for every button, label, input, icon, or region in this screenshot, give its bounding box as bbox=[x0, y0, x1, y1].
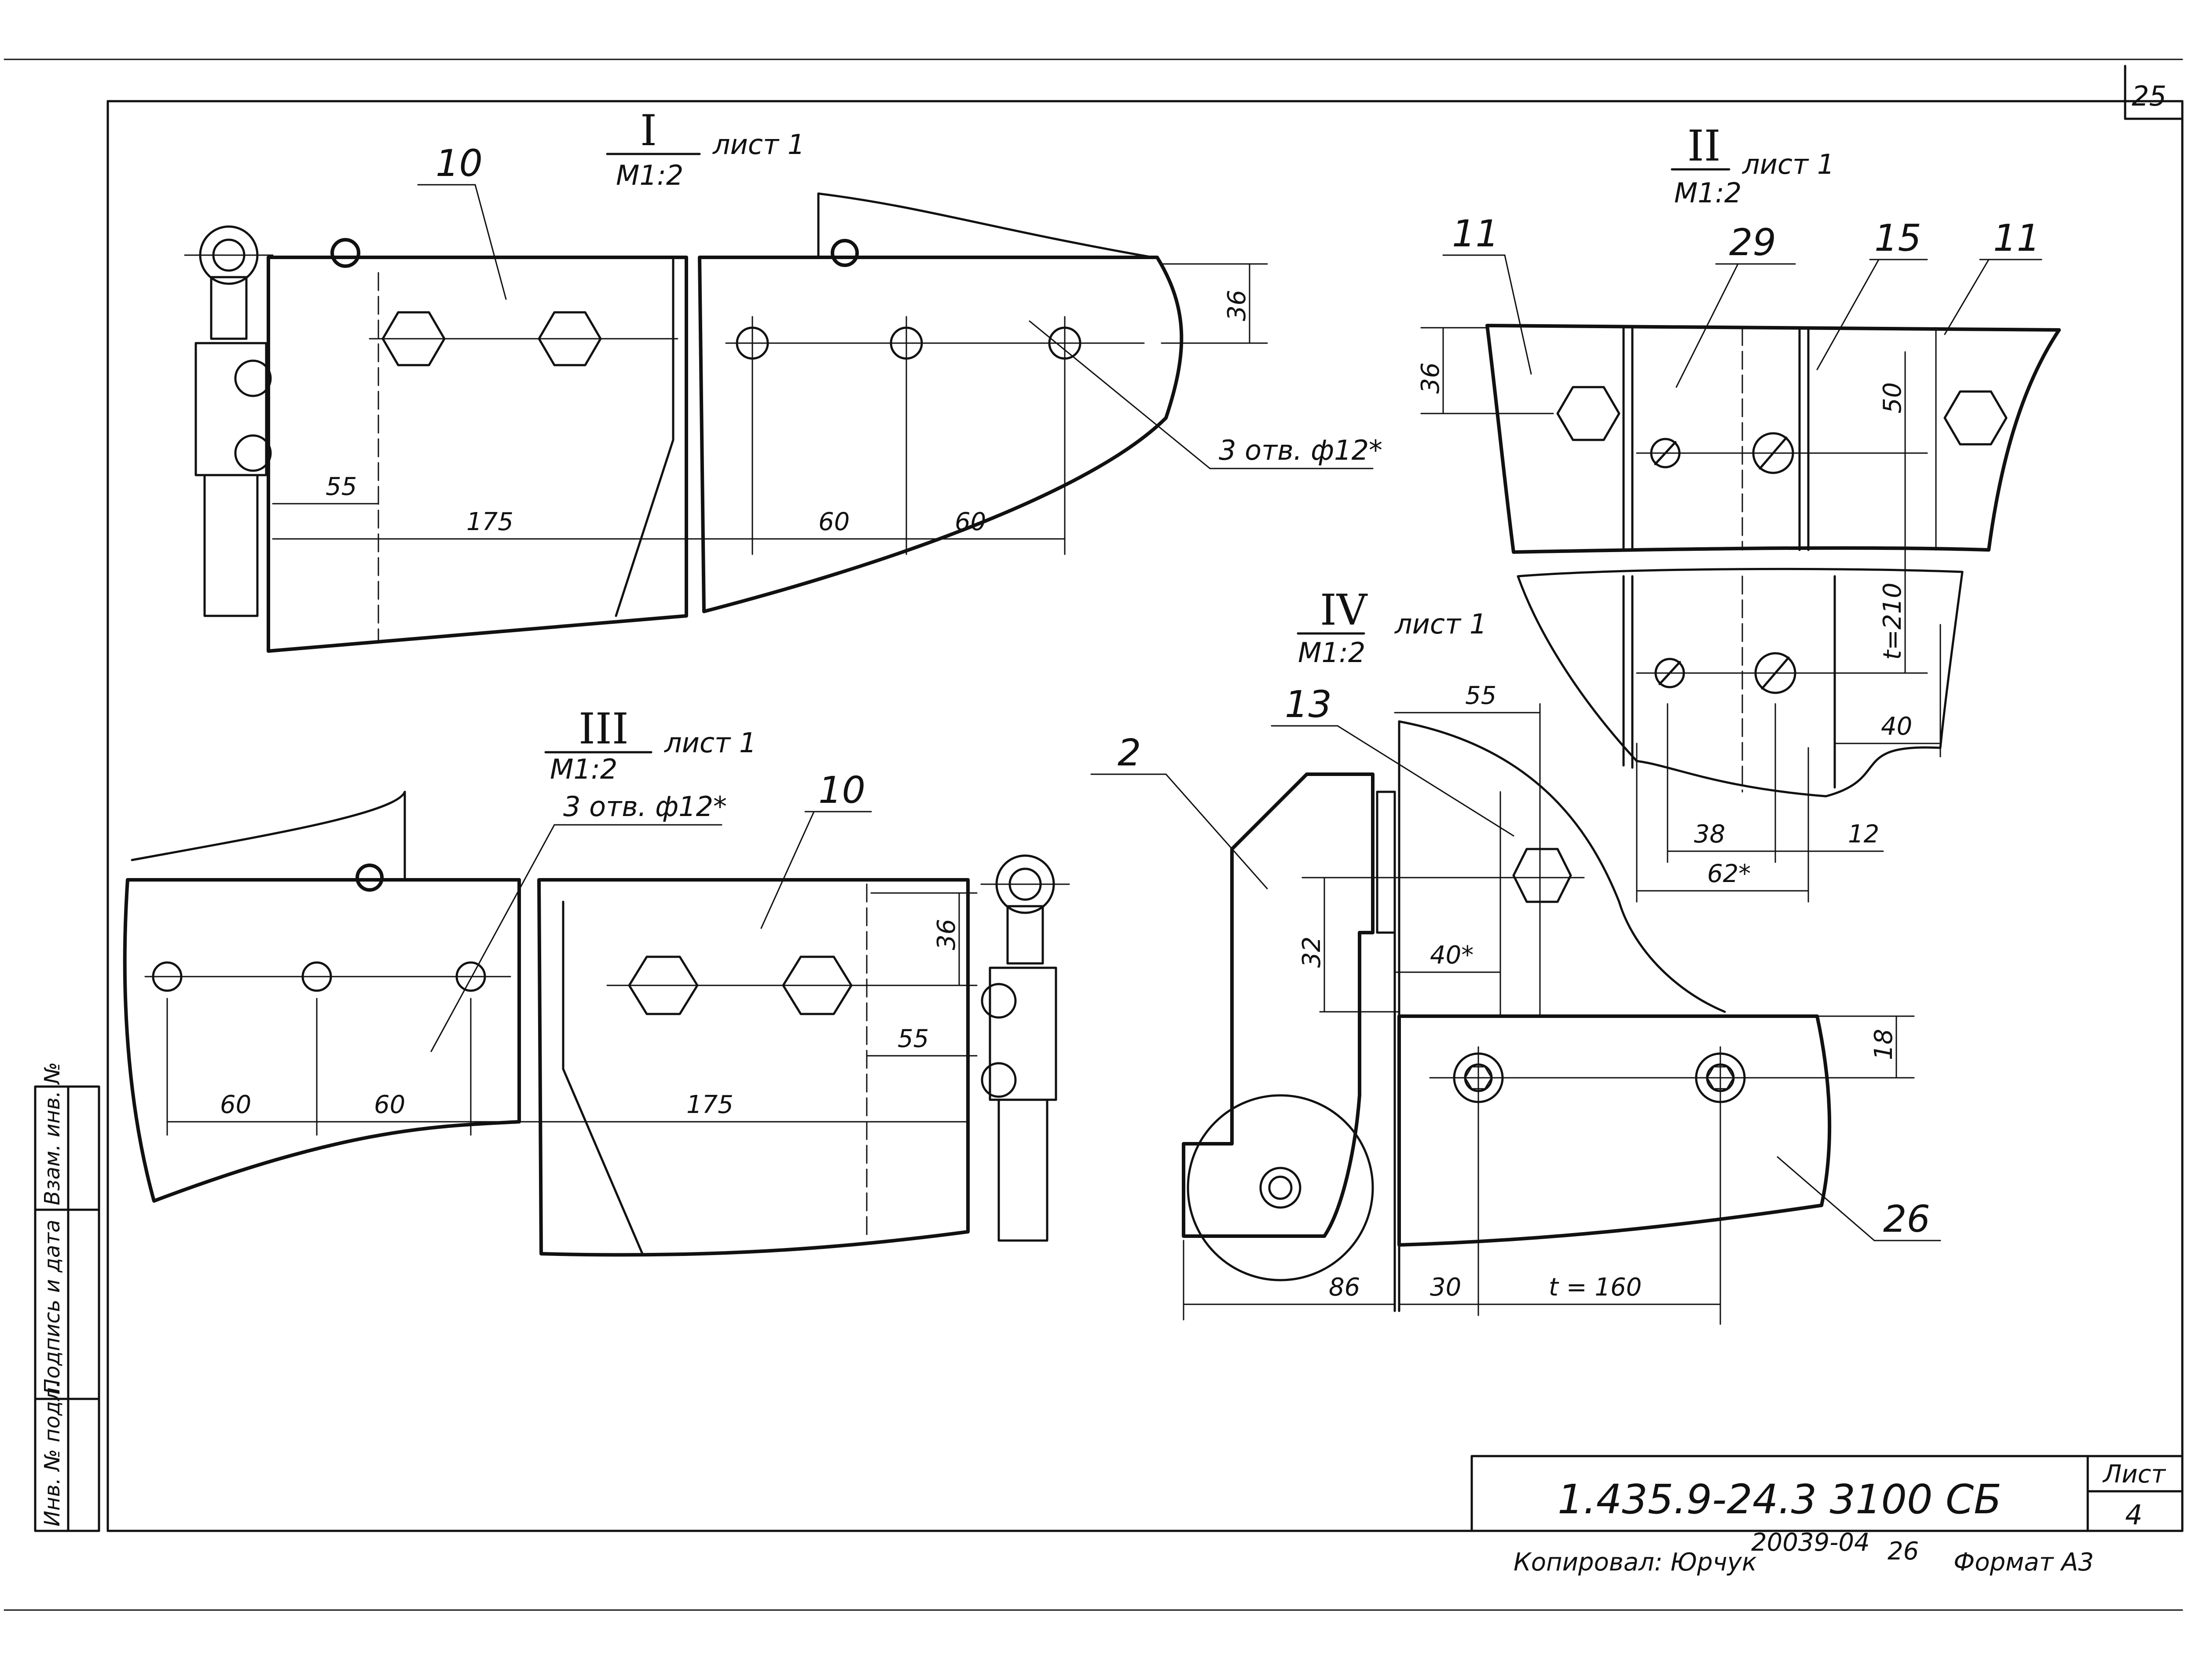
part-label-11: 11 bbox=[1452, 212, 1499, 255]
view-I-scale: М1:2 bbox=[616, 159, 683, 191]
hex-bolt bbox=[1943, 390, 2008, 446]
dim-30: 30 bbox=[1430, 1273, 1461, 1302]
view-III: III М1:2 лист 1 bbox=[123, 704, 1070, 1257]
dim-18: 18 bbox=[1869, 1029, 1898, 1060]
view-III-dimensions: 36 55 60 60 175 bbox=[166, 892, 978, 1123]
dim-86: 86 bbox=[1329, 1273, 1360, 1302]
stamp-inv-label: Инв. № подл. bbox=[40, 1381, 65, 1526]
part-label-13: 13 bbox=[1285, 683, 1332, 726]
view-III-scale: М1:2 bbox=[550, 753, 617, 785]
dim-38: 38 bbox=[1694, 820, 1725, 849]
view-I-numeral: I bbox=[640, 106, 657, 155]
view-I-header: I М1:2 лист 1 bbox=[606, 106, 805, 191]
hinge-bracket bbox=[980, 854, 1070, 1242]
view-II-scale: М1:2 bbox=[1674, 177, 1741, 209]
view-II-dimensions: 36 50 t=210 40 38 12 62* bbox=[1416, 327, 1941, 903]
dim-60: 60 bbox=[955, 508, 986, 536]
plate-part-10 bbox=[267, 238, 688, 653]
dim-60: 60 bbox=[374, 1091, 405, 1119]
view-IV-sheet-ref: лист 1 bbox=[1394, 608, 1487, 640]
copied-by: Копировал: Юрчук bbox=[1514, 1548, 1757, 1577]
dim-36: 36 bbox=[932, 919, 961, 950]
dim-36: 36 bbox=[1416, 362, 1445, 394]
view-IV-scale: М1:2 bbox=[1298, 637, 1365, 669]
dim-40: 40 bbox=[1881, 712, 1912, 741]
view-IV: IV М1:2 лист 1 55 bbox=[1090, 586, 1941, 1325]
sheet-number: 4 bbox=[2125, 1499, 2142, 1531]
view-II-header: II М1:2 лист 1 bbox=[1671, 121, 1834, 209]
page-number: 25 bbox=[2132, 80, 2166, 112]
view-I-dimensions: 36 55 175 60 60 bbox=[272, 263, 1268, 540]
channel-strips bbox=[1622, 326, 1937, 793]
title-block: 1.435.9-24.3 3100 СБ Лист 4 Копировал: Ю… bbox=[1470, 1455, 2184, 1577]
dim-175: 175 bbox=[466, 508, 513, 536]
order-number: 20039-04 bbox=[1751, 1528, 1870, 1557]
side-stamp: Инв. № подл. Подпись и дата Взам. инв. № bbox=[34, 1062, 100, 1532]
dim-12: 12 bbox=[1848, 820, 1879, 849]
part-label-10: 10 bbox=[818, 769, 865, 812]
drawing-designation: 1.435.9-24.3 3100 СБ bbox=[1558, 1476, 2001, 1523]
format-label: Формат А3 bbox=[1954, 1548, 2094, 1577]
dim-36: 36 bbox=[1223, 290, 1251, 321]
view-III-header: III М1:2 лист 1 bbox=[544, 704, 756, 785]
view-IV-header: IV М1:2 лист 1 bbox=[1297, 586, 1487, 669]
stamp-replaced-label: Взам. инв. № bbox=[40, 1062, 65, 1205]
view-IV-dimensions: 55 32 40* 18 86 30 t = 160 bbox=[1183, 681, 1915, 1321]
dim-32: 32 bbox=[1298, 937, 1326, 968]
hex-bolt bbox=[1512, 848, 1572, 903]
dim-62: 62* bbox=[1707, 860, 1751, 888]
view-IV-numeral: IV bbox=[1320, 586, 1368, 635]
sheet-label: Лист bbox=[2102, 1460, 2166, 1489]
view-I: I М1:2 лист 1 bbox=[184, 106, 1382, 653]
part-label-2: 2 bbox=[1118, 731, 1141, 774]
dim-55: 55 bbox=[326, 472, 357, 501]
dim-60: 60 bbox=[220, 1091, 251, 1119]
dim-t-160: t = 160 bbox=[1549, 1273, 1642, 1302]
order-suffix: 26 bbox=[1888, 1537, 1919, 1566]
dim-50: 50 bbox=[1878, 382, 1907, 414]
sheet-frame: 25 bbox=[4, 59, 2184, 1611]
plate-section bbox=[698, 192, 1184, 613]
hinge-bracket bbox=[184, 225, 274, 617]
view-III-numeral: III bbox=[579, 704, 629, 754]
view-II-numeral: II bbox=[1687, 121, 1721, 171]
part-label-10: 10 bbox=[436, 142, 483, 185]
holes-note: 3 отв. ф12* bbox=[1219, 434, 1382, 466]
part-label-15: 15 bbox=[1874, 216, 1921, 260]
stamp-signature-label: Подпись и дата bbox=[40, 1219, 65, 1395]
view-III-sheet-ref: лист 1 bbox=[664, 727, 756, 759]
dim-175: 175 bbox=[686, 1091, 733, 1119]
dim-t-210: t=210 bbox=[1878, 582, 1907, 660]
view-II-sheet-ref: лист 1 bbox=[1742, 148, 1834, 180]
part-label-26: 26 bbox=[1883, 1197, 1930, 1241]
dim-60: 60 bbox=[818, 508, 850, 536]
holes-note: 3 отв. ф12* bbox=[563, 791, 727, 823]
part-label-29: 29 bbox=[1729, 221, 1776, 264]
view-I-sheet-ref: лист 1 bbox=[712, 128, 805, 161]
part-label-11: 11 bbox=[1993, 216, 2040, 260]
roller bbox=[1187, 1094, 1374, 1281]
dim-55: 55 bbox=[898, 1025, 929, 1053]
view-II: II М1:2 лист 1 bbox=[1416, 121, 2061, 903]
dim-40: 40* bbox=[1430, 941, 1474, 970]
hex-bolt bbox=[1556, 386, 1620, 441]
dim-55: 55 bbox=[1465, 681, 1496, 710]
